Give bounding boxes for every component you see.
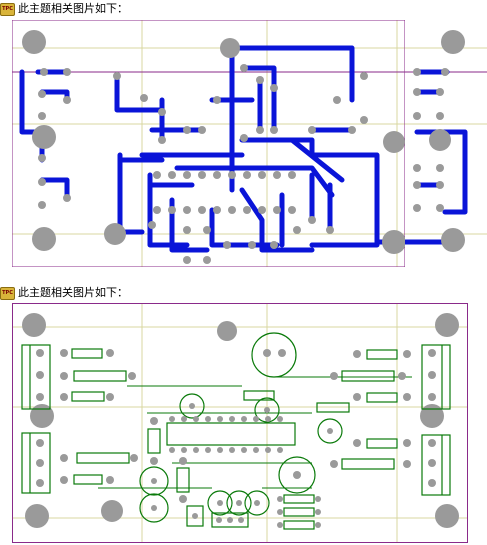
copper-traces — [19, 45, 405, 253]
caption-text: 此主题相关图片如下： — [18, 2, 128, 15]
caption-row-2: TPC 此主题相关图片如下： — [0, 285, 128, 301]
image-attachment-icon: TPC — [0, 2, 15, 16]
pcb-copper-layout-image — [12, 20, 405, 267]
component-pads — [38, 64, 368, 264]
caption-text: 此主题相关图片如下： — [18, 286, 128, 299]
pcb-silkscreen-layout-image — [12, 303, 468, 543]
pcb-copper-drawing — [12, 20, 405, 267]
pcb-copper-layout-image-right — [405, 20, 487, 267]
caption-row-1: TPC 此主题相关图片如下： — [0, 1, 128, 17]
mounting-holes — [22, 30, 405, 254]
pcb-silkscreen-drawing — [12, 303, 468, 543]
pcb-copper-drawing-right — [405, 30, 487, 252]
image-attachment-icon: TPC — [0, 286, 15, 300]
